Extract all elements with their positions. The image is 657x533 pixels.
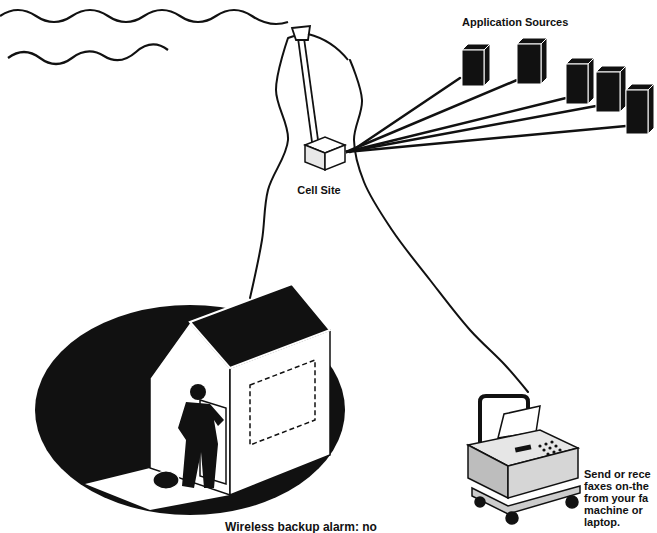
fax-side bbox=[508, 448, 578, 498]
server-icon bbox=[596, 66, 626, 112]
burglar-head bbox=[190, 384, 206, 400]
fax-cart bbox=[468, 396, 580, 524]
box-face bbox=[305, 145, 325, 170]
box-face bbox=[325, 145, 345, 170]
server-icon bbox=[626, 84, 654, 134]
cell-site: Cell Site bbox=[288, 26, 350, 198]
tower-pole bbox=[298, 38, 312, 142]
server-icon bbox=[517, 38, 547, 84]
cable-lead bbox=[308, 34, 348, 60]
house-window bbox=[250, 360, 315, 445]
alarm-house: Wireless backup alarm: no bbox=[33, 298, 443, 533]
cart-wheel bbox=[475, 497, 485, 507]
cell-tower bbox=[288, 26, 348, 142]
radio-wave bbox=[0, 10, 288, 24]
tower-pole bbox=[304, 38, 318, 140]
loot-bag bbox=[153, 471, 179, 489]
server-group: Application Sources bbox=[460, 8, 655, 138]
radio-wave bbox=[8, 44, 168, 64]
fax-front bbox=[468, 445, 508, 498]
servers bbox=[462, 38, 654, 134]
site-label: Cell Site bbox=[288, 184, 350, 197]
fax-keypad bbox=[515, 440, 562, 455]
group-heading: Application Sources bbox=[462, 16, 568, 29]
burglar-body bbox=[178, 402, 224, 488]
cart-wheel bbox=[506, 512, 518, 524]
alarm-scene bbox=[35, 284, 345, 515]
wireless-link bbox=[350, 60, 528, 392]
house-roof bbox=[190, 284, 330, 368]
cart-wheel bbox=[566, 496, 578, 508]
cell-site-box bbox=[305, 137, 345, 170]
wireless-link bbox=[250, 38, 288, 298]
server-link bbox=[346, 126, 626, 152]
tower-antenna bbox=[292, 26, 310, 40]
server-link bbox=[346, 98, 566, 152]
server-icon bbox=[462, 44, 490, 86]
server-icon bbox=[566, 58, 594, 104]
caption: Wireless backup alarm: no bbox=[225, 520, 377, 533]
data-link bbox=[350, 78, 460, 152]
radio-waves bbox=[0, 10, 288, 64]
caption: Send or rece faxes on-the from your fa m… bbox=[584, 468, 654, 528]
fax-cart: Send or rece faxes on-the from your fa m… bbox=[468, 392, 656, 530]
